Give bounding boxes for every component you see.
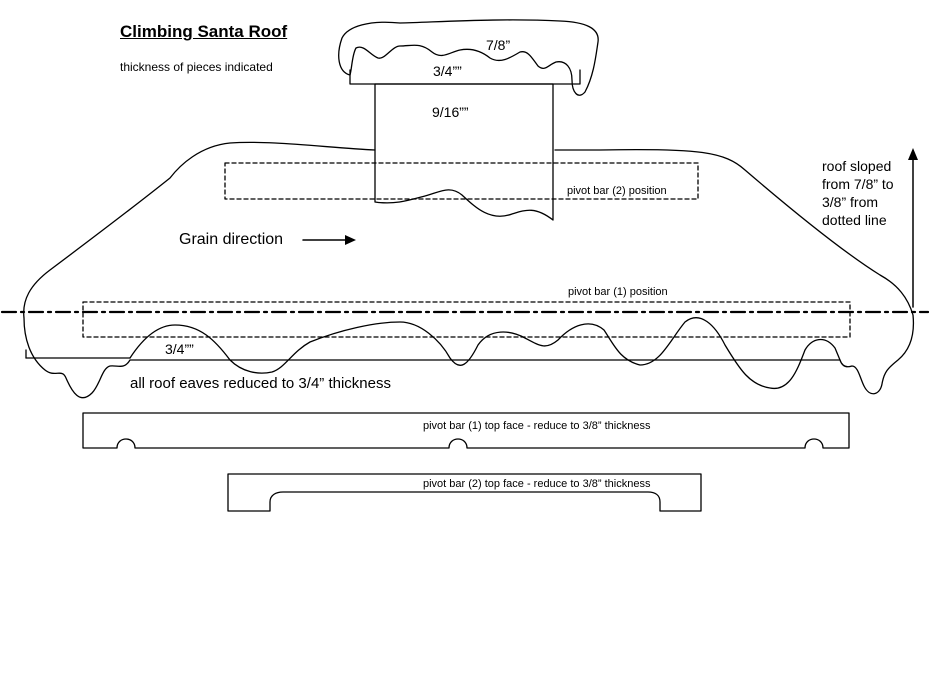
chimney-cap-bottom-label: 3/4”” (433, 63, 462, 79)
roof-slope-note-line-4: dotted line (822, 212, 887, 228)
diagram-subtitle: thickness of pieces indicated (120, 60, 273, 74)
chimney-cap-base (349, 69, 581, 85)
pivot-bar-2-top-face-label: pivot bar (2) top face - reduce to 3/8” … (423, 478, 651, 490)
diagram-title: Climbing Santa Roof (120, 22, 288, 41)
pivot-bar-1-top-face (82, 412, 850, 449)
pivot-bar-2-top-face (227, 473, 702, 512)
pivot-bar-2-position-label: pivot bar (2) position (567, 185, 667, 197)
chimney-body (374, 83, 554, 221)
roof-outline (23, 141, 915, 399)
eave-thickness-label: 3/4”” (165, 341, 194, 357)
eave-thickness-profile (129, 317, 841, 389)
chimney-body-label: 9/16”” (432, 104, 469, 120)
chimney-cap-snow (338, 19, 599, 96)
roof-slope-note-line-3: 3/8” from (822, 194, 878, 210)
roof-slope-note-line-2: from 7/8” to (822, 176, 894, 192)
grain-direction-label: Grain direction (179, 231, 283, 248)
roof-slope-note-line-1: roof sloped (822, 158, 891, 174)
pivot-bar-1-position-outline (82, 301, 851, 338)
eaves-note-label: all roof eaves reduced to 3/4” thickness (130, 375, 391, 392)
chimney-cap-top-label: 7/8” (486, 37, 510, 53)
pivot-bar-2-position-outline (224, 162, 699, 200)
pivot-bar-1-top-face-label: pivot bar (1) top face - reduce to 3/8” … (423, 420, 651, 432)
pivot-bar-1-position-label: pivot bar (1) position (568, 286, 668, 298)
